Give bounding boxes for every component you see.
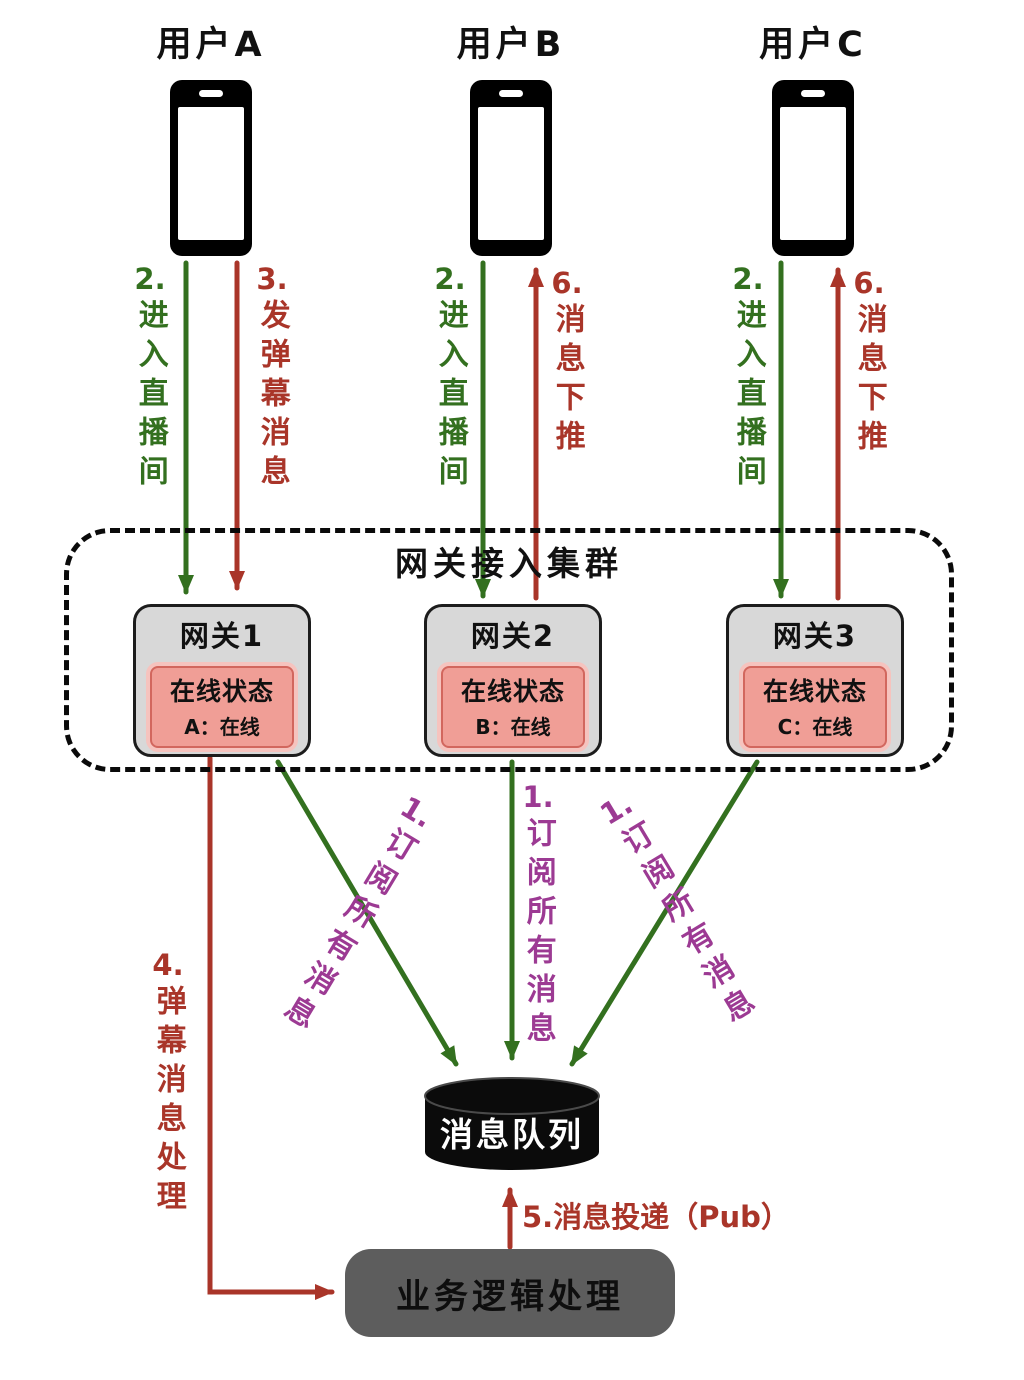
status-value: B：在线	[475, 715, 551, 739]
edge-label-b-enter: 2. 进入直播间	[432, 262, 468, 495]
gateway-2-status-inner: 在线状态 B：在线	[441, 666, 585, 748]
edge-label-subscribe-mid: 1. 订阅所有消息	[520, 780, 556, 1052]
gateway-1-title: 网关1	[179, 619, 265, 653]
edge-label-text: 进入直播间	[730, 299, 766, 495]
edge-label-num: 2.	[134, 262, 166, 296]
business-logic-node: 业务逻辑处理	[345, 1249, 675, 1337]
gateway-3-status-box: 在线状态 C：在线	[739, 662, 891, 752]
gateway-1-status-inner: 在线状态 A：在线	[150, 666, 294, 748]
edge-label-c-push: 6. 消息下推	[851, 266, 887, 460]
gateway-1-status-box: 在线状态 A：在线	[146, 662, 298, 752]
gateway-1-node: 网关1 在线状态 A：在线	[133, 604, 311, 757]
arrow-barrage-process	[207, 755, 335, 1300]
phone-icon-user-b	[470, 80, 552, 256]
phone-icon-user-a	[170, 80, 252, 256]
edge-label-num: 2.	[434, 262, 466, 296]
edge-label-num: 3.	[256, 262, 288, 296]
business-logic-label: 业务逻辑处理	[396, 1276, 624, 1317]
edge-label-c-enter: 2. 进入直播间	[730, 262, 766, 495]
edge-label-text: 发弹幕消息	[254, 299, 290, 495]
gateway-3-title: 网关3	[772, 619, 858, 653]
edge-label-text: 弹幕消息处理	[150, 985, 186, 1220]
status-title: 在线状态	[460, 677, 565, 706]
edge-label-text: 进入直播间	[132, 299, 168, 495]
gateway-cluster-box	[64, 528, 954, 772]
gateway-cluster-title: 网关接入集群	[395, 544, 623, 583]
edge-label-num: 6.	[551, 266, 583, 300]
edge-label-a-enter: 2. 进入直播间	[132, 262, 168, 495]
edge-label-text: 消息下推	[851, 303, 887, 460]
status-title: 在线状态	[762, 677, 867, 706]
edge-label-num: 6.	[853, 266, 885, 300]
message-queue-cylinder-icon	[424, 1077, 600, 1170]
edge-label-num: 1.	[522, 780, 554, 814]
arrow-subscribe-left	[275, 759, 459, 1067]
edge-label-num: 4.	[152, 948, 184, 982]
edge-label-text: 订阅所有消息	[520, 817, 556, 1052]
gateway-3-node: 网关3 在线状态 C：在线	[726, 604, 904, 757]
gateway-2-status-box: 在线状态 B：在线	[437, 662, 589, 752]
edge-label-num: 2.	[732, 262, 764, 296]
arrow-subscribe-right	[569, 759, 760, 1067]
phone-icon-user-c	[772, 80, 854, 256]
edge-label-a-send: 3. 发弹幕消息	[254, 262, 290, 495]
edge-label-text: 进入直播间	[432, 299, 468, 495]
user-a-label: 用户A	[156, 25, 266, 65]
edge-label-b-push: 6. 消息下推	[549, 266, 585, 460]
user-c-label: 用户C	[759, 25, 867, 65]
gateway-2-title: 网关2	[470, 619, 556, 653]
gateway-2-node: 网关2 在线状态 B：在线	[424, 604, 602, 757]
edge-label-barrage-process: 4. 弹幕消息处理	[150, 948, 186, 1220]
status-value: A：在线	[184, 715, 260, 739]
status-value: C：在线	[777, 715, 853, 739]
status-title: 在线状态	[169, 677, 274, 706]
edge-label-text: 消息下推	[549, 303, 585, 460]
user-b-label: 用户B	[456, 25, 566, 65]
edge-label-publish: 5.消息投递（Pub）	[522, 1200, 790, 1234]
message-queue-label: 消息队列	[440, 1115, 584, 1154]
gateway-3-status-inner: 在线状态 C：在线	[743, 666, 887, 748]
